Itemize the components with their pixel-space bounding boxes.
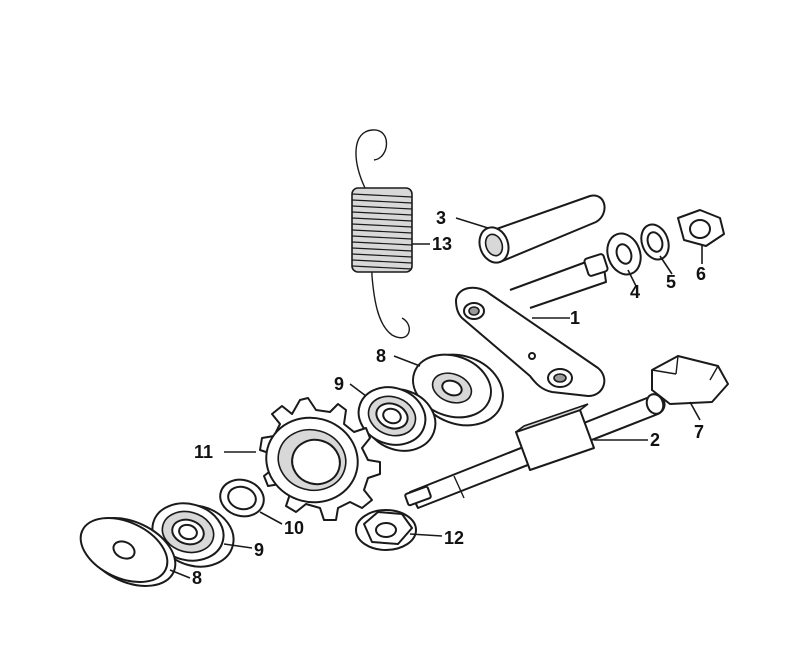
hex-nut-small bbox=[677, 209, 725, 247]
sprocket bbox=[259, 397, 381, 521]
spring-washer bbox=[640, 223, 670, 261]
callout-10: 10 bbox=[284, 518, 304, 538]
roller-sleeve bbox=[478, 194, 606, 264]
callout-7: 7 bbox=[694, 422, 704, 442]
flange-upper bbox=[412, 353, 504, 427]
callout-9-lower: 9 bbox=[254, 540, 264, 560]
callout-9-upper: 9 bbox=[334, 374, 344, 394]
flange-lower bbox=[79, 517, 177, 587]
spacer-collar bbox=[219, 478, 265, 518]
callout-11: 11 bbox=[194, 442, 213, 462]
callout-labels: 1 2 3 4 5 6 7 8 8 9 9 10 11 12 13 bbox=[192, 208, 706, 588]
callout-1: 1 bbox=[570, 308, 580, 328]
leader-lines bbox=[169, 217, 703, 579]
bearing-upper bbox=[357, 386, 437, 452]
callout-3: 3 bbox=[436, 208, 446, 228]
callout-2: 2 bbox=[650, 430, 660, 450]
callout-8-upper: 8 bbox=[376, 346, 386, 366]
pivot-shaft bbox=[404, 393, 666, 509]
callout-8-lower: 8 bbox=[192, 568, 202, 588]
flat-washer-small bbox=[606, 232, 642, 276]
callout-4: 4 bbox=[630, 282, 640, 302]
flange-nut bbox=[355, 509, 417, 551]
tension-spring bbox=[351, 129, 413, 339]
callout-5: 5 bbox=[666, 272, 676, 292]
callout-12: 12 bbox=[444, 528, 464, 548]
hex-nut-large bbox=[651, 355, 729, 405]
callout-6: 6 bbox=[696, 264, 706, 284]
callout-13: 13 bbox=[432, 234, 452, 254]
tensioner-arm bbox=[455, 253, 609, 397]
